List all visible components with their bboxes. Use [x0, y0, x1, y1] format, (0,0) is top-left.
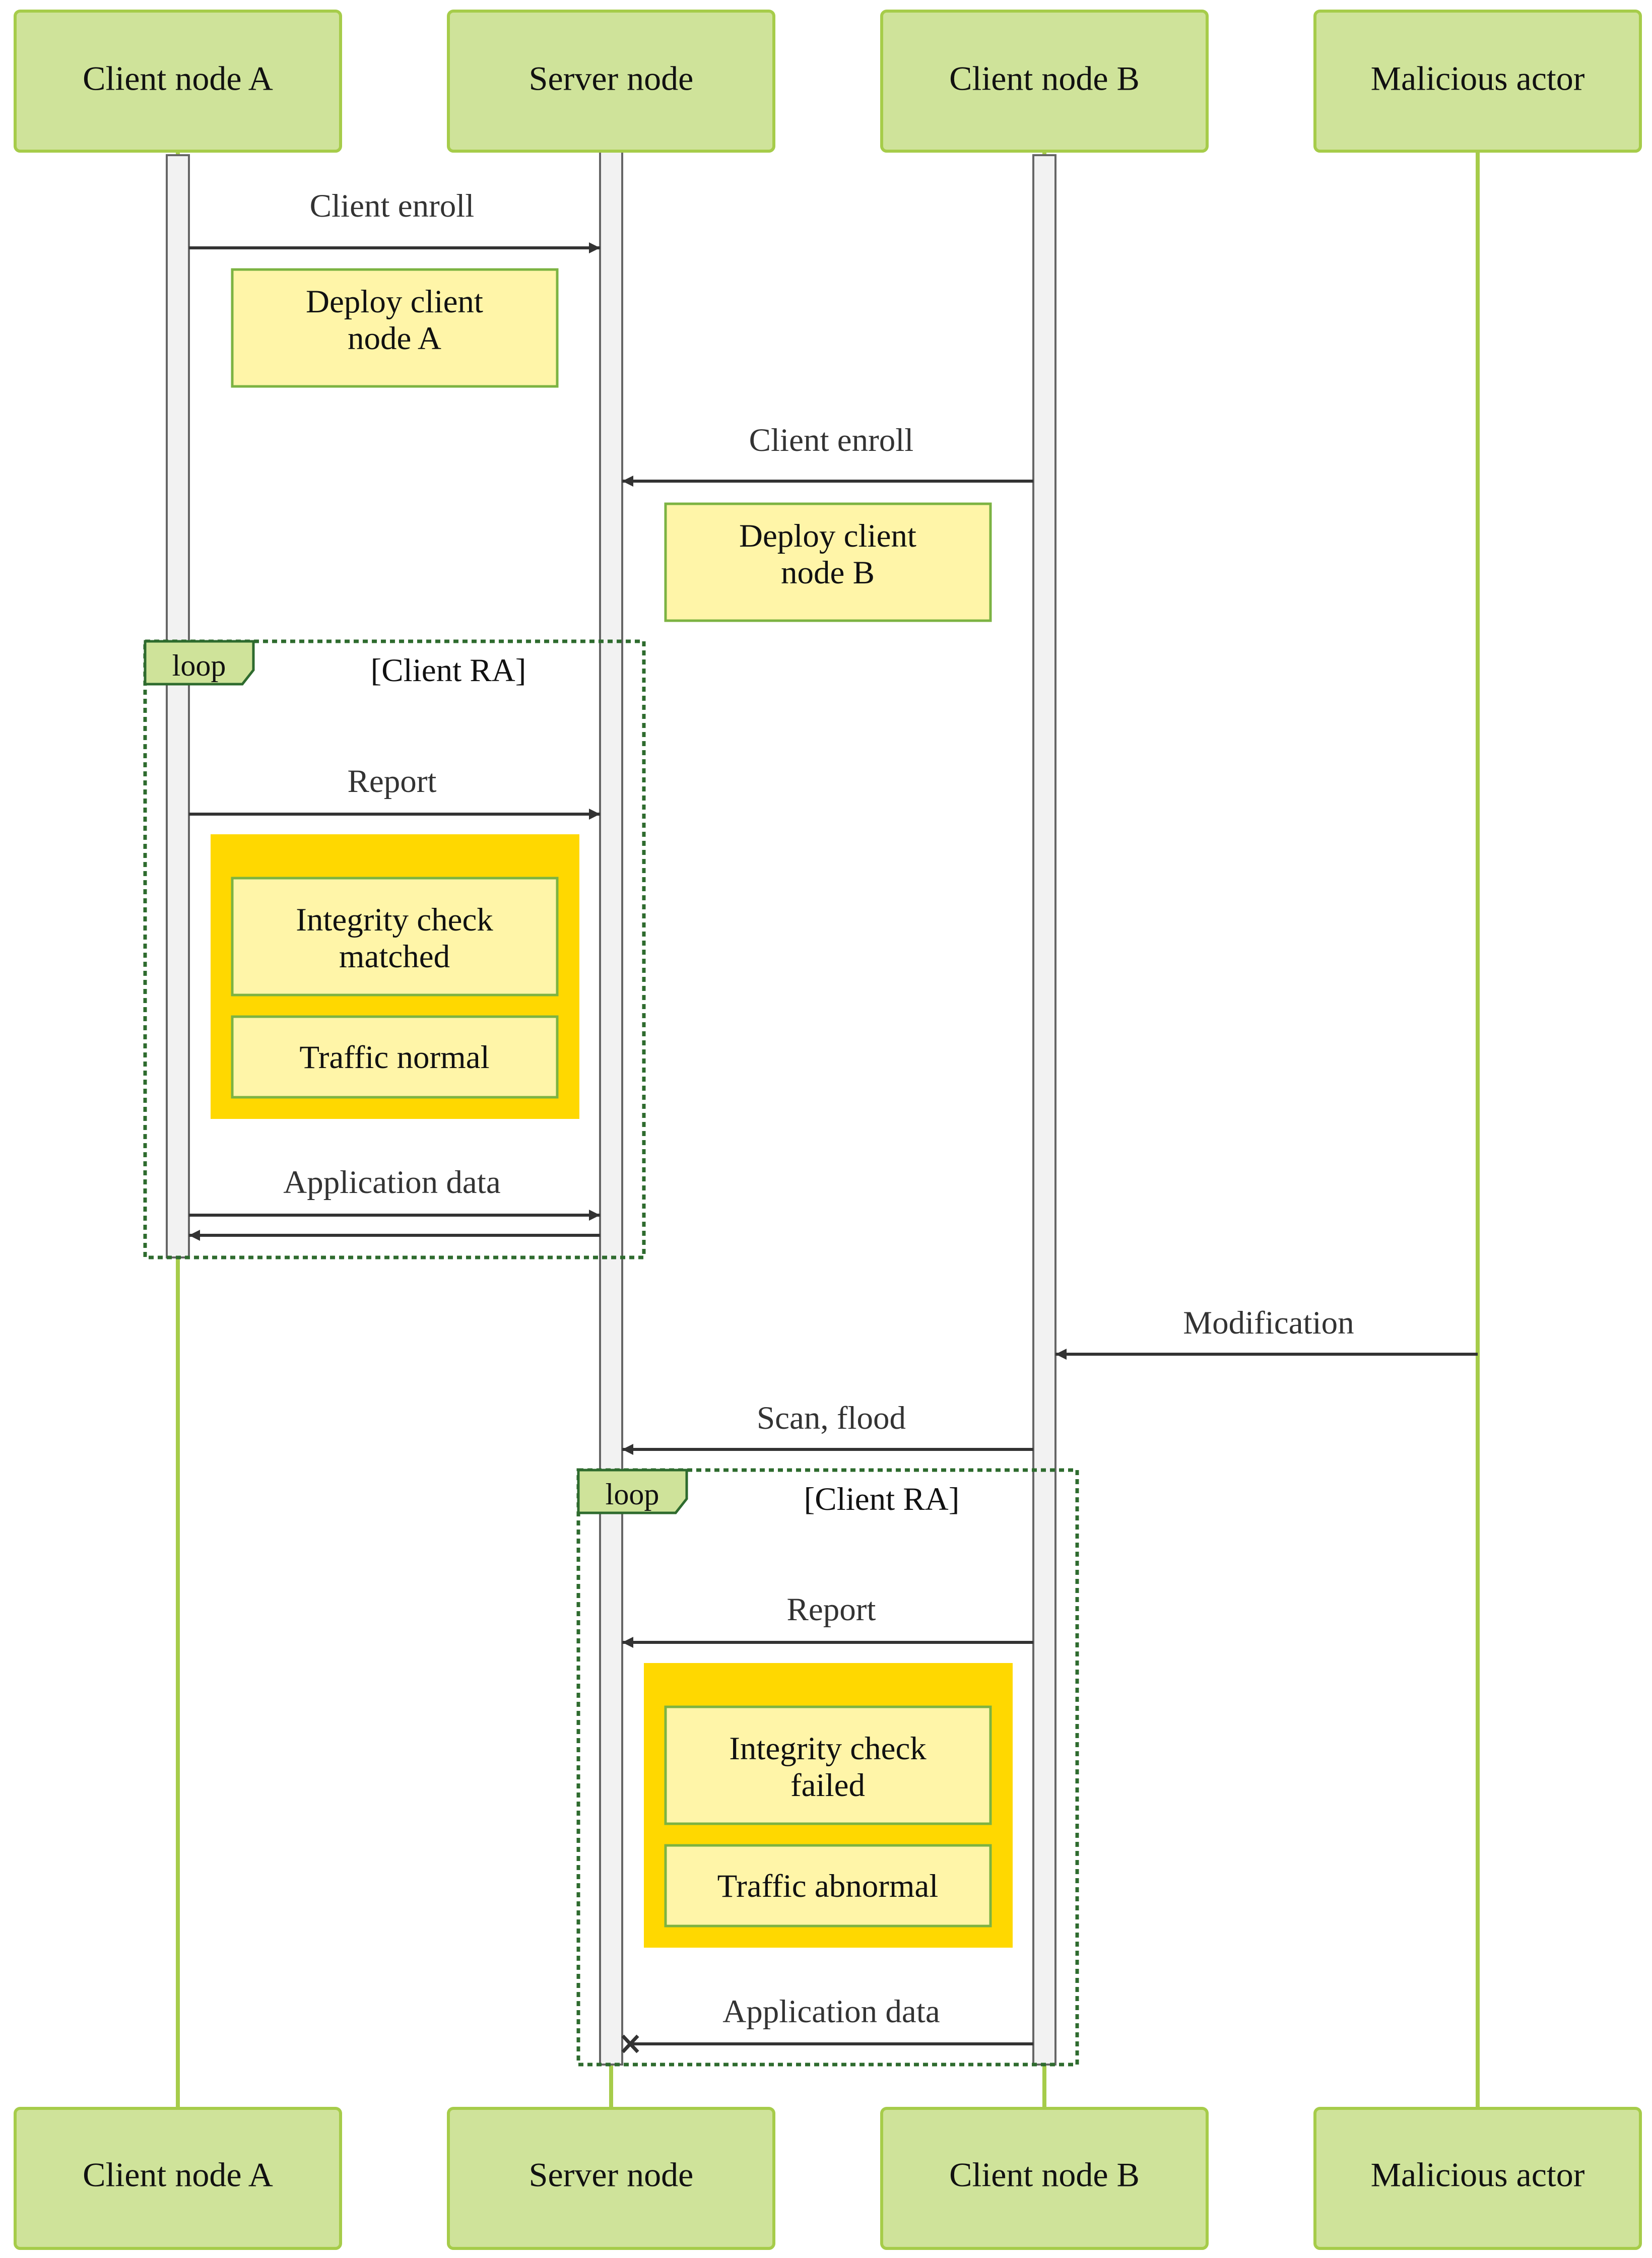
loop-frame-1: loop [Client RA] — [143, 639, 646, 1259]
message-label-appdata-a: Application data — [283, 1164, 500, 1201]
actor-label: Client node B — [949, 2156, 1140, 2194]
message-label-report-b: Report — [787, 1591, 876, 1628]
message-label-enroll-a: Client enroll — [310, 188, 475, 224]
activation-client-b — [1032, 154, 1056, 2066]
note-line: Deploy client — [306, 284, 483, 320]
loop-label: loop — [606, 1478, 659, 1511]
note-line: node A — [348, 320, 441, 357]
note-line: failed — [790, 1767, 865, 1804]
message-label-report-a: Report — [348, 763, 437, 800]
note-integrity-matched: Integrity check matched — [231, 877, 559, 997]
loop-frame-2: loop [Client RA] — [576, 1468, 1079, 2067]
loop-condition: [Client RA] — [804, 1481, 960, 1517]
activation-client-a — [166, 154, 190, 1258]
note-line: Integrity check — [296, 902, 493, 938]
highlight-block-a: Integrity check matched Traffic normal — [211, 834, 579, 1119]
actor-label: Client node A — [83, 59, 273, 98]
cross-icon — [621, 2034, 639, 2053]
actor-label: Client node B — [949, 59, 1140, 98]
note-traffic-abnormal: Traffic abnormal — [664, 1844, 992, 1928]
actor-client-b-top: Client node B — [880, 10, 1209, 153]
message-label-appdata-b: Application data — [722, 1994, 940, 2030]
actor-malicious-bottom: Malicious actor — [1313, 2107, 1642, 2250]
message-label-modification: Modification — [1183, 1305, 1354, 1341]
note-traffic-normal: Traffic normal — [231, 1015, 559, 1099]
note-line: node B — [781, 555, 875, 591]
actor-label: Malicious actor — [1371, 59, 1585, 98]
actor-label: Server node — [529, 59, 694, 98]
actor-label: Client node A — [83, 2156, 273, 2194]
message-label-enroll-b: Client enroll — [749, 422, 914, 458]
actor-server-bottom: Server node — [447, 2107, 775, 2250]
actor-client-b-bottom: Client node B — [880, 2107, 1209, 2250]
note-line: Deploy client — [739, 518, 916, 554]
loop-label: loop — [172, 649, 226, 682]
actor-malicious-top: Malicious actor — [1313, 10, 1642, 153]
note-line: matched — [339, 939, 450, 975]
actor-client-a-top: Client node A — [14, 10, 342, 153]
note-deploy-client-b: Deploy client node B — [664, 502, 992, 622]
actor-server-top: Server node — [447, 10, 775, 153]
note-line: Integrity check — [729, 1731, 927, 1767]
actor-client-a-bottom: Client node A — [14, 2107, 342, 2250]
activation-server — [599, 150, 623, 2066]
highlight-block-b: Integrity check failed Traffic abnormal — [644, 1663, 1013, 1948]
note-line: Traffic normal — [299, 1039, 489, 1076]
note-deploy-client-a: Deploy client node A — [231, 268, 559, 388]
actor-label: Malicious actor — [1371, 2156, 1585, 2194]
actor-label: Server node — [529, 2156, 694, 2194]
note-integrity-failed: Integrity check failed — [664, 1705, 992, 1825]
loop-condition: [Client RA] — [371, 652, 526, 689]
message-label-scan-flood: Scan, flood — [757, 1400, 906, 1436]
note-line: Traffic abnormal — [717, 1868, 939, 1904]
